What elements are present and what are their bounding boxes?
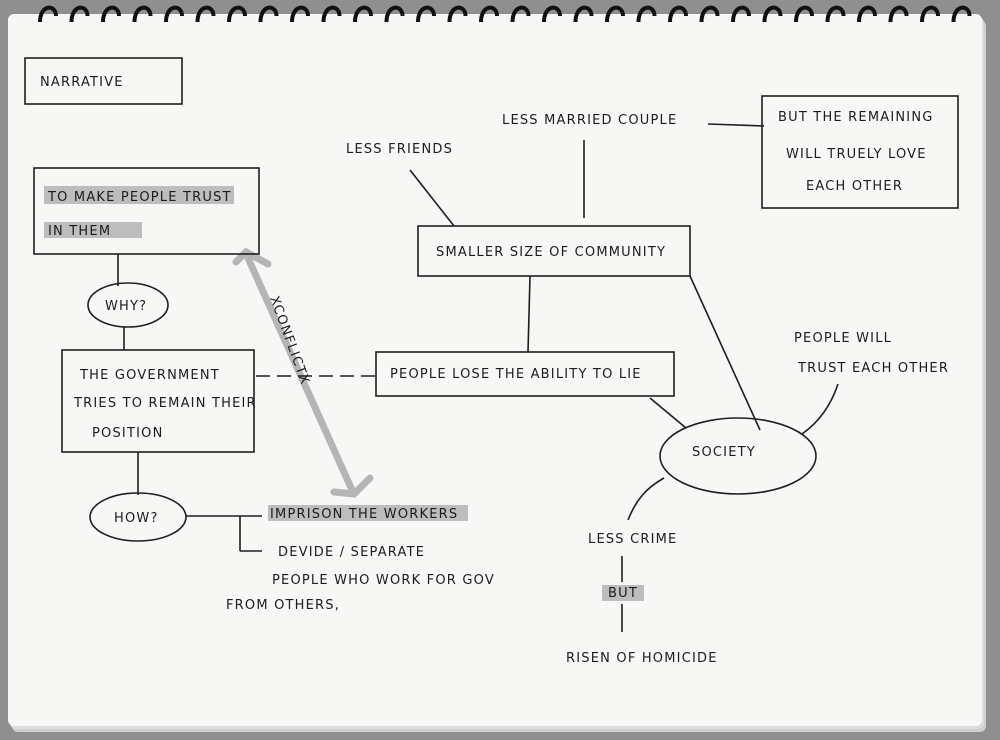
highlight-but (602, 585, 644, 601)
highlight-goal-line-1 (44, 186, 234, 204)
spiral-loop (101, 5, 121, 23)
spiral-loop (636, 5, 657, 23)
spiral-loop (69, 5, 90, 23)
remaining-text-line-2: WILL TRUELY LOVE (786, 147, 927, 162)
connector-married-remaining (707, 123, 765, 127)
how-label: HOW? (114, 511, 159, 526)
connector-community-society (689, 275, 761, 431)
spiral-loop (542, 5, 562, 23)
homicide-text: RISEN OF HOMICIDE (566, 651, 718, 666)
connector-society-less-crime (627, 477, 665, 521)
spiral-loop (38, 5, 58, 23)
goal-text-line-2: IN THEM (48, 224, 111, 239)
spiral-loop (227, 5, 247, 23)
divide-text-line-2: PEOPLE WHO WORK FOR GOV (272, 573, 495, 588)
connector-society-trust (801, 383, 839, 435)
government-text-line-3: POSITION (92, 426, 164, 441)
society-ellipse (659, 417, 817, 495)
divide-text-line-1: DEVIDE / SEPARATE (278, 545, 425, 560)
spiral-loop (447, 5, 468, 23)
conflict-label: XCONFLICTX (266, 294, 312, 387)
remaining-text-line-1: BUT THE REMAINING (778, 110, 934, 125)
remaining-box (761, 95, 959, 209)
smaller-community-text: SMALLER SIZE OF COMMUNITY (436, 245, 666, 260)
spiral-loop (510, 5, 531, 23)
spiral-loop (321, 5, 342, 23)
remaining-text-line-3: EACH OTHER (806, 179, 903, 194)
spiral-loop (164, 5, 184, 23)
spiral-binding (38, 5, 972, 23)
connector-community-less-friends (409, 169, 455, 227)
imprison-text: IMPRISON THE WORKERS (270, 507, 458, 522)
connector-community-lose-ability (527, 275, 531, 353)
spiral-loop (416, 5, 436, 23)
spiral-loop (920, 5, 940, 23)
diagram-title: NARRATIVE (40, 75, 124, 90)
spiral-loop (479, 5, 499, 23)
spiral-loop (353, 5, 373, 23)
spiral-loop (668, 5, 688, 23)
trust-text-line-2: TRUST EACH OTHER (797, 361, 949, 376)
spiral-loop (825, 5, 846, 23)
but-text: BUT (608, 586, 638, 601)
highlight-goal-line-2 (44, 222, 142, 238)
spiral-loop (731, 5, 751, 23)
less-friends-text: LESS FRIENDS (346, 142, 453, 157)
spiral-loop (857, 5, 877, 23)
government-text-line-2: TRIES TO REMAIN THEIR (73, 396, 257, 411)
lose-ability-box (375, 351, 675, 397)
connector-lose-ability-society (649, 397, 687, 429)
spiral-loop (794, 5, 814, 23)
society-label: SOCIETY (692, 445, 756, 460)
spiral-loop (384, 5, 405, 23)
goal-text-line-1: TO MAKE PEOPLE TRUST (47, 190, 232, 205)
notebook-paper (8, 14, 982, 726)
goal-box (33, 167, 260, 255)
why-ellipse (87, 282, 169, 328)
title-box (24, 57, 183, 105)
spiral-loop (699, 5, 720, 23)
less-crime-text: LESS CRIME (588, 532, 677, 547)
smaller-community-box (417, 225, 691, 277)
spiral-loop (605, 5, 625, 23)
less-married-text: LESS MARRIED COUPLE (502, 113, 677, 128)
spiral-loop (762, 5, 783, 23)
government-text-line-1: THE GOVERNMENT (79, 368, 220, 383)
how-ellipse (89, 492, 187, 542)
spiral-loop (888, 5, 909, 23)
highlight-imprison (268, 505, 468, 521)
conflict-arrow (232, 247, 374, 498)
why-label: WHY? (105, 299, 147, 314)
trust-text-line-1: PEOPLE WILL (794, 331, 892, 346)
spiral-loop (290, 5, 310, 23)
spiral-loop (258, 5, 279, 23)
spiral-loop (951, 5, 972, 23)
spiral-loop (573, 5, 594, 23)
government-box (61, 349, 255, 453)
divide-text-line-3: FROM OTHERS, (226, 598, 340, 613)
lose-ability-text: PEOPLE LOSE THE ABILITY TO LIE (390, 367, 642, 382)
spiral-loop (132, 5, 153, 23)
spiral-loop (195, 5, 216, 23)
